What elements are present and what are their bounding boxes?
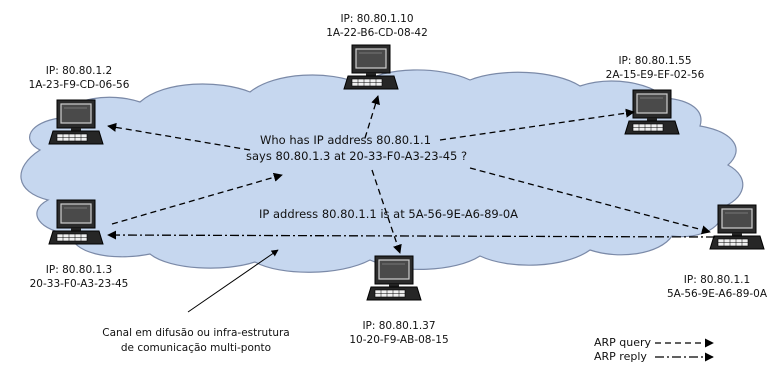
reply-arrow bbox=[107, 230, 716, 240]
channel-caption: Canal em difusão ou infra-estrutura de c… bbox=[56, 326, 336, 356]
host-ip: IP: 80.80.1.3 bbox=[45, 264, 113, 276]
host-tl-computer-icon bbox=[48, 99, 104, 145]
host-left-computer-icon bbox=[48, 199, 104, 245]
host-top-computer-icon bbox=[343, 44, 399, 90]
channel-pointer-arrow bbox=[187, 249, 279, 313]
host-tl-label: IP: 80.80.1.2 1A-23-F9-CD-06-56 bbox=[14, 64, 144, 92]
host-mac: 10-20-F9-AB-08-15 bbox=[349, 334, 449, 346]
host-right-computer-icon bbox=[709, 204, 765, 250]
host-ip: IP: 80.80.1.10 bbox=[340, 13, 414, 25]
host-top-label: IP: 80.80.1.10 1A-22-B6-CD-08-42 bbox=[312, 12, 442, 40]
host-bottom-computer-icon bbox=[366, 255, 422, 301]
query-arrow-to-top bbox=[364, 95, 380, 139]
host-ip: IP: 80.80.1.37 bbox=[362, 320, 436, 332]
host-mac: 1A-22-B6-CD-08-42 bbox=[326, 27, 428, 39]
query-arrow-to-tl bbox=[107, 122, 251, 151]
legend-query-label: ARP query bbox=[594, 336, 652, 349]
query-line-2: says 80.80.1.3 at 20-33-F0-A3-23-45 ? bbox=[246, 149, 468, 163]
host-mac: 5A-56-9E-A6-89-0A bbox=[666, 288, 768, 300]
query-arrow-to-tr bbox=[439, 108, 635, 141]
arp-query-text: Who has IP address 80.80.1.1 says 80.80.… bbox=[246, 132, 467, 164]
host-ip: IP: 80.80.1.55 bbox=[618, 55, 692, 67]
host-tr-label: IP: 80.80.1.55 2A-15-E9-EF-02-56 bbox=[590, 54, 720, 82]
reply-line: IP address 80.80.1.1 is at 5A-56-9E-A6-8… bbox=[259, 207, 519, 221]
query-line-1: Who has IP address 80.80.1.1 bbox=[260, 133, 432, 147]
host-mac: 2A-15-E9-EF-02-56 bbox=[605, 69, 705, 81]
host-right-label: IP: 80.80.1.1 5A-56-9E-A6-89-0A bbox=[652, 273, 782, 301]
host-ip: IP: 80.80.1.1 bbox=[683, 274, 751, 286]
legend-reply-label: ARP reply bbox=[594, 350, 647, 363]
arp-reply-text: IP address 80.80.1.1 is at 5A-56-9E-A6-8… bbox=[259, 206, 518, 222]
host-mac: 1A-23-F9-CD-06-56 bbox=[28, 79, 130, 91]
channel-line-2: de comunicação multi-ponto bbox=[120, 342, 272, 354]
host-mac: 20-33-F0-A3-23-45 bbox=[29, 278, 129, 290]
host-bottom-label: IP: 80.80.1.37 10-20-F9-AB-08-15 bbox=[334, 319, 464, 347]
network-cloud bbox=[20, 69, 744, 273]
query-arrow-to-right bbox=[469, 167, 711, 235]
channel-line-1: Canal em difusão ou infra-estrutura bbox=[102, 327, 290, 339]
host-left-label: IP: 80.80.1.3 20-33-F0-A3-23-45 bbox=[14, 263, 144, 291]
query-arrow-to-bottom bbox=[371, 169, 402, 254]
host-ip: IP: 80.80.1.2 bbox=[45, 65, 113, 77]
